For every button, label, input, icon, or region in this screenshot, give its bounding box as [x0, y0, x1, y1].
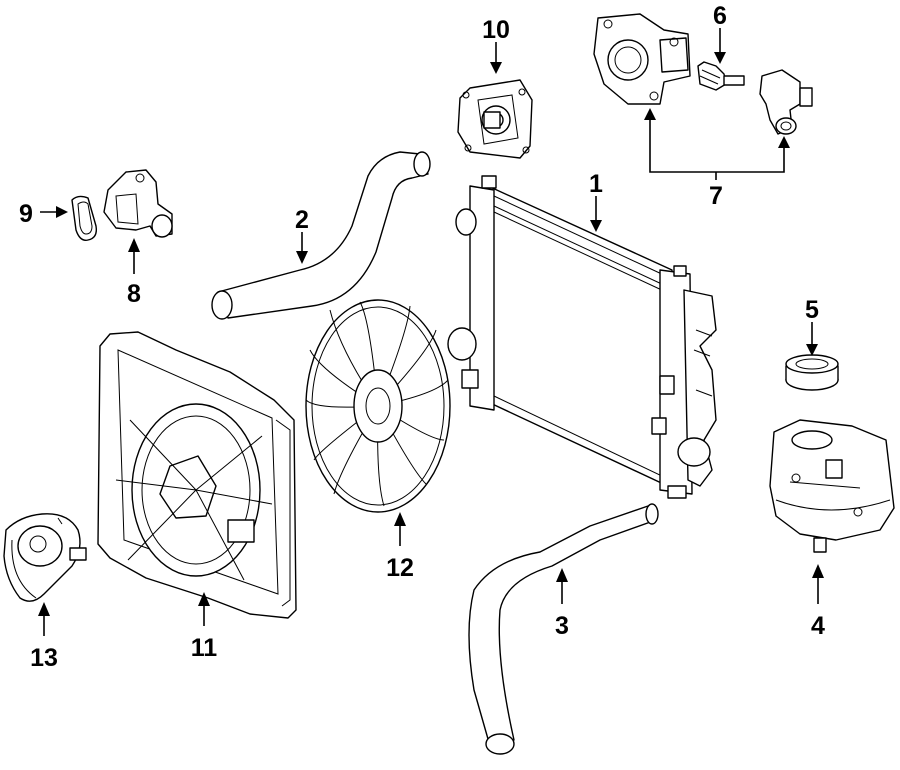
callout-2: 2: [295, 206, 309, 234]
pressure-cap-part-5[interactable]: [785, 354, 839, 391]
fan-blade-part-12[interactable]: [305, 299, 451, 513]
callout-12: 12: [386, 554, 414, 582]
callout-7: 7: [709, 182, 723, 210]
water-outlet-part-8[interactable]: [103, 169, 173, 238]
thermostat-housing-part-7[interactable]: [593, 13, 691, 105]
water-pump-part-10[interactable]: [457, 79, 533, 159]
callout-5: 5: [805, 296, 819, 324]
lower-hose-part-3[interactable]: [468, 503, 659, 755]
thermostat-part-6[interactable]: [697, 61, 745, 91]
fan-motor-part-13[interactable]: [3, 513, 87, 602]
callout-labels: 1 2 3 4 5 6 7 8 9 10 11 12 13: [19, 2, 825, 672]
callout-3: 3: [555, 612, 569, 640]
callout-4: 4: [811, 612, 825, 640]
fan-shroud-part-11[interactable]: [97, 331, 297, 619]
thermostat-outlet-part-7[interactable]: [759, 69, 813, 135]
leader-lines: [38, 28, 824, 636]
upper-hose-part-2[interactable]: [211, 151, 431, 320]
callout-11: 11: [191, 634, 218, 662]
callout-10: 10: [482, 16, 510, 44]
callout-9: 9: [19, 200, 33, 228]
gasket-part-9[interactable]: [71, 195, 98, 241]
radiator-part-1[interactable]: [447, 175, 717, 499]
callout-8: 8: [127, 280, 141, 308]
callout-6: 6: [713, 2, 727, 30]
callout-1: 1: [589, 170, 603, 198]
coolant-reservoir-part-4[interactable]: [769, 419, 895, 553]
callout-13: 13: [30, 644, 58, 672]
